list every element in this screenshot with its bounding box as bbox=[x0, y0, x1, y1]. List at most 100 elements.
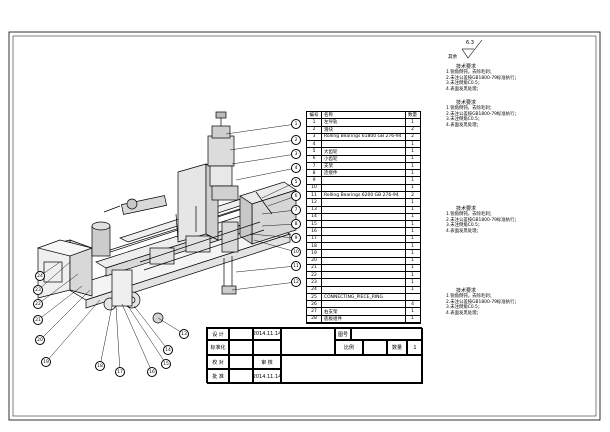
tech-note-heading: 技术要求 bbox=[456, 288, 477, 294]
title-block: 设 计 2014.11.14 标准化 校 对 审 核 批 准 2014.11.1… bbox=[206, 327, 423, 384]
callout-balloon: 11 bbox=[291, 261, 301, 271]
parts-list-name-cell: CONNECTING_PIECE_RING bbox=[322, 293, 406, 301]
parts-list-name-cell bbox=[322, 264, 406, 272]
parts-list-no-header: 编号 bbox=[307, 112, 322, 119]
parts-list-no-cell: 24 bbox=[307, 286, 322, 293]
design-name bbox=[229, 328, 253, 340]
parts-list-qty-cell: 2 bbox=[411, 192, 414, 198]
standard-label: 标准化 bbox=[207, 340, 229, 355]
parts-list-no-cell: 12 bbox=[307, 199, 322, 206]
surface-finish-remainder-label: 其余 bbox=[448, 55, 458, 60]
parts-list-qty-cell: 1 bbox=[411, 250, 414, 256]
parts-list-qty-cell: 1 bbox=[411, 170, 414, 176]
parts-list-name-cell bbox=[322, 301, 406, 308]
parts-list-row: 24 1 bbox=[307, 286, 420, 294]
parts-list-qty-cell: 1 bbox=[411, 287, 414, 293]
parts-list-qty-cell: 1 bbox=[411, 156, 414, 162]
leader-lines bbox=[37, 123, 297, 373]
drawing-no bbox=[351, 328, 423, 340]
callout-balloon: 20 bbox=[35, 335, 45, 345]
callout-balloon: 23 bbox=[33, 285, 43, 295]
tech-note-line: 3.未注倒角C0.5； bbox=[446, 223, 483, 229]
parts-list-no-cell: 22 bbox=[307, 272, 322, 279]
parts-list-no-cell: 18 bbox=[307, 242, 322, 250]
parts-list-qty-cell: 1 bbox=[411, 185, 414, 191]
qty-label: 数量 bbox=[387, 340, 407, 355]
parts-list-name-cell bbox=[322, 257, 406, 264]
design-label: 设 计 bbox=[207, 328, 229, 340]
callout-balloon: 8 bbox=[291, 219, 301, 229]
standard-date bbox=[253, 340, 281, 355]
parts-list-name-cell bbox=[322, 272, 406, 279]
parts-list-no-cell: 27 bbox=[307, 308, 322, 315]
callout-balloon: 7 bbox=[291, 205, 301, 215]
tech-note-heading: 技术要求 bbox=[456, 64, 477, 70]
callout-balloon: 15 bbox=[161, 359, 171, 369]
surface-finish-value: 6.3 bbox=[466, 40, 474, 46]
parts-list-no-cell: 16 bbox=[307, 228, 322, 235]
parts-list-no-cell: 28 bbox=[307, 315, 322, 322]
parts-list-name-cell: 支架 bbox=[322, 162, 406, 170]
parts-list-name-cell bbox=[322, 141, 406, 148]
tech-note-line: 4.表面发黑处理； bbox=[446, 122, 481, 128]
parts-list-no-cell: 23 bbox=[307, 279, 322, 286]
parts-list-qty-cell: 1 bbox=[411, 221, 414, 227]
callout-balloon: 4 bbox=[291, 163, 301, 173]
callout-balloon: 9 bbox=[291, 233, 301, 243]
parts-list-name-cell bbox=[322, 206, 406, 213]
callout-balloon: 16 bbox=[147, 367, 157, 377]
callout-balloon: 13 bbox=[179, 329, 189, 339]
parts-list-qty-cell: 1 bbox=[411, 258, 414, 264]
review-label: 审 核 bbox=[253, 355, 281, 369]
parts-list-no-cell: 25 bbox=[307, 293, 322, 301]
parts-list-no-cell: 5 bbox=[307, 148, 322, 155]
parts-list-no-cell: 3 bbox=[307, 133, 322, 141]
callout-balloon: 3 bbox=[291, 149, 301, 159]
parts-list-qty-cell: 1 bbox=[411, 119, 414, 125]
parts-list-name-cell: Rolling Bearings 61800 GB 276-94 bbox=[322, 133, 406, 141]
callout-balloon: 2 bbox=[291, 135, 301, 145]
parts-list-name-cell: Rolling Bearings 6200 GB 276-94 bbox=[322, 192, 406, 199]
parts-list-no-cell: 8 bbox=[307, 170, 322, 177]
mechanism-drawing bbox=[36, 111, 297, 324]
parts-list-name-cell bbox=[322, 250, 406, 257]
tech-note-line: 4.表面发黑处理； bbox=[446, 86, 481, 92]
parts-list-qty-cell: 1 bbox=[411, 149, 414, 154]
scale-label: 比例 bbox=[335, 340, 363, 355]
callout-balloon: 22 bbox=[33, 299, 43, 309]
parts-list-qty-cell: 1 bbox=[411, 265, 414, 271]
drawing-title bbox=[281, 328, 335, 355]
parts-list-no-cell: 1 bbox=[307, 119, 322, 126]
callout-balloon: 1 bbox=[291, 119, 301, 129]
parts-list-name-cell: 右支架 bbox=[322, 308, 406, 315]
parts-list-no-cell: 17 bbox=[307, 235, 322, 242]
parts-list-qty-cell: 1 bbox=[411, 309, 414, 315]
parts-list-no-cell: 6 bbox=[307, 155, 322, 162]
parts-list-name-cell: 大齿轮 bbox=[322, 148, 406, 155]
parts-list-name-cell bbox=[322, 213, 406, 221]
callout-balloon: 24 bbox=[35, 271, 45, 281]
drawing-no-label: 图号 bbox=[335, 328, 351, 340]
approve-date: 2014.11.14 bbox=[253, 369, 281, 384]
callout-balloon: 5 bbox=[291, 177, 301, 187]
callout-balloon: 19 bbox=[41, 357, 51, 367]
callout-balloon: 21 bbox=[33, 315, 43, 325]
